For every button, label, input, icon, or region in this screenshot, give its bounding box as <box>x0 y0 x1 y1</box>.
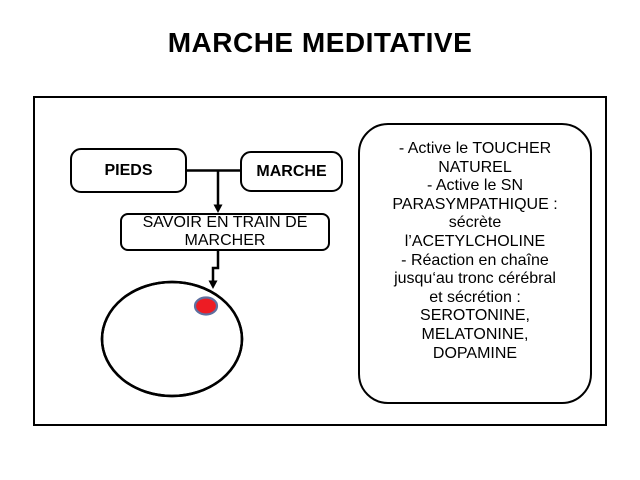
info-line: NATUREL <box>438 158 512 176</box>
info-line: sécrète <box>448 214 502 232</box>
info-line: - Active le SN <box>426 177 524 195</box>
savoir-node: SAVOIR EN TRAIN DE MARCHER <box>120 213 330 251</box>
info-line: DOPAMINE <box>432 344 518 362</box>
info-line: et sécrétion : <box>429 288 521 306</box>
info-line: jusqu‘au tronc cérébral <box>394 270 556 288</box>
savoir-label: SAVOIR EN TRAIN DE MARCHER <box>142 214 308 249</box>
info-box: - Active le TOUCHER NATUREL - Active le … <box>358 123 592 404</box>
marche-node: MARCHE <box>240 151 343 192</box>
info-line: PARASYMPATHIQUE : <box>392 195 558 213</box>
marche-label: MARCHE <box>256 162 327 180</box>
pieds-node: PIEDS <box>70 148 187 193</box>
info-line: - Réaction en chaîne <box>401 251 549 269</box>
pieds-label: PIEDS <box>104 161 153 179</box>
info-line: l’ACETYLCHOLINE <box>404 232 546 250</box>
slide-title: MARCHE MEDITATIVE <box>167 27 473 58</box>
info-line: - Active le TOUCHER <box>398 140 552 157</box>
info-line: MELATONINE, <box>421 325 529 343</box>
info-line: SEROTONINE, <box>420 307 530 325</box>
